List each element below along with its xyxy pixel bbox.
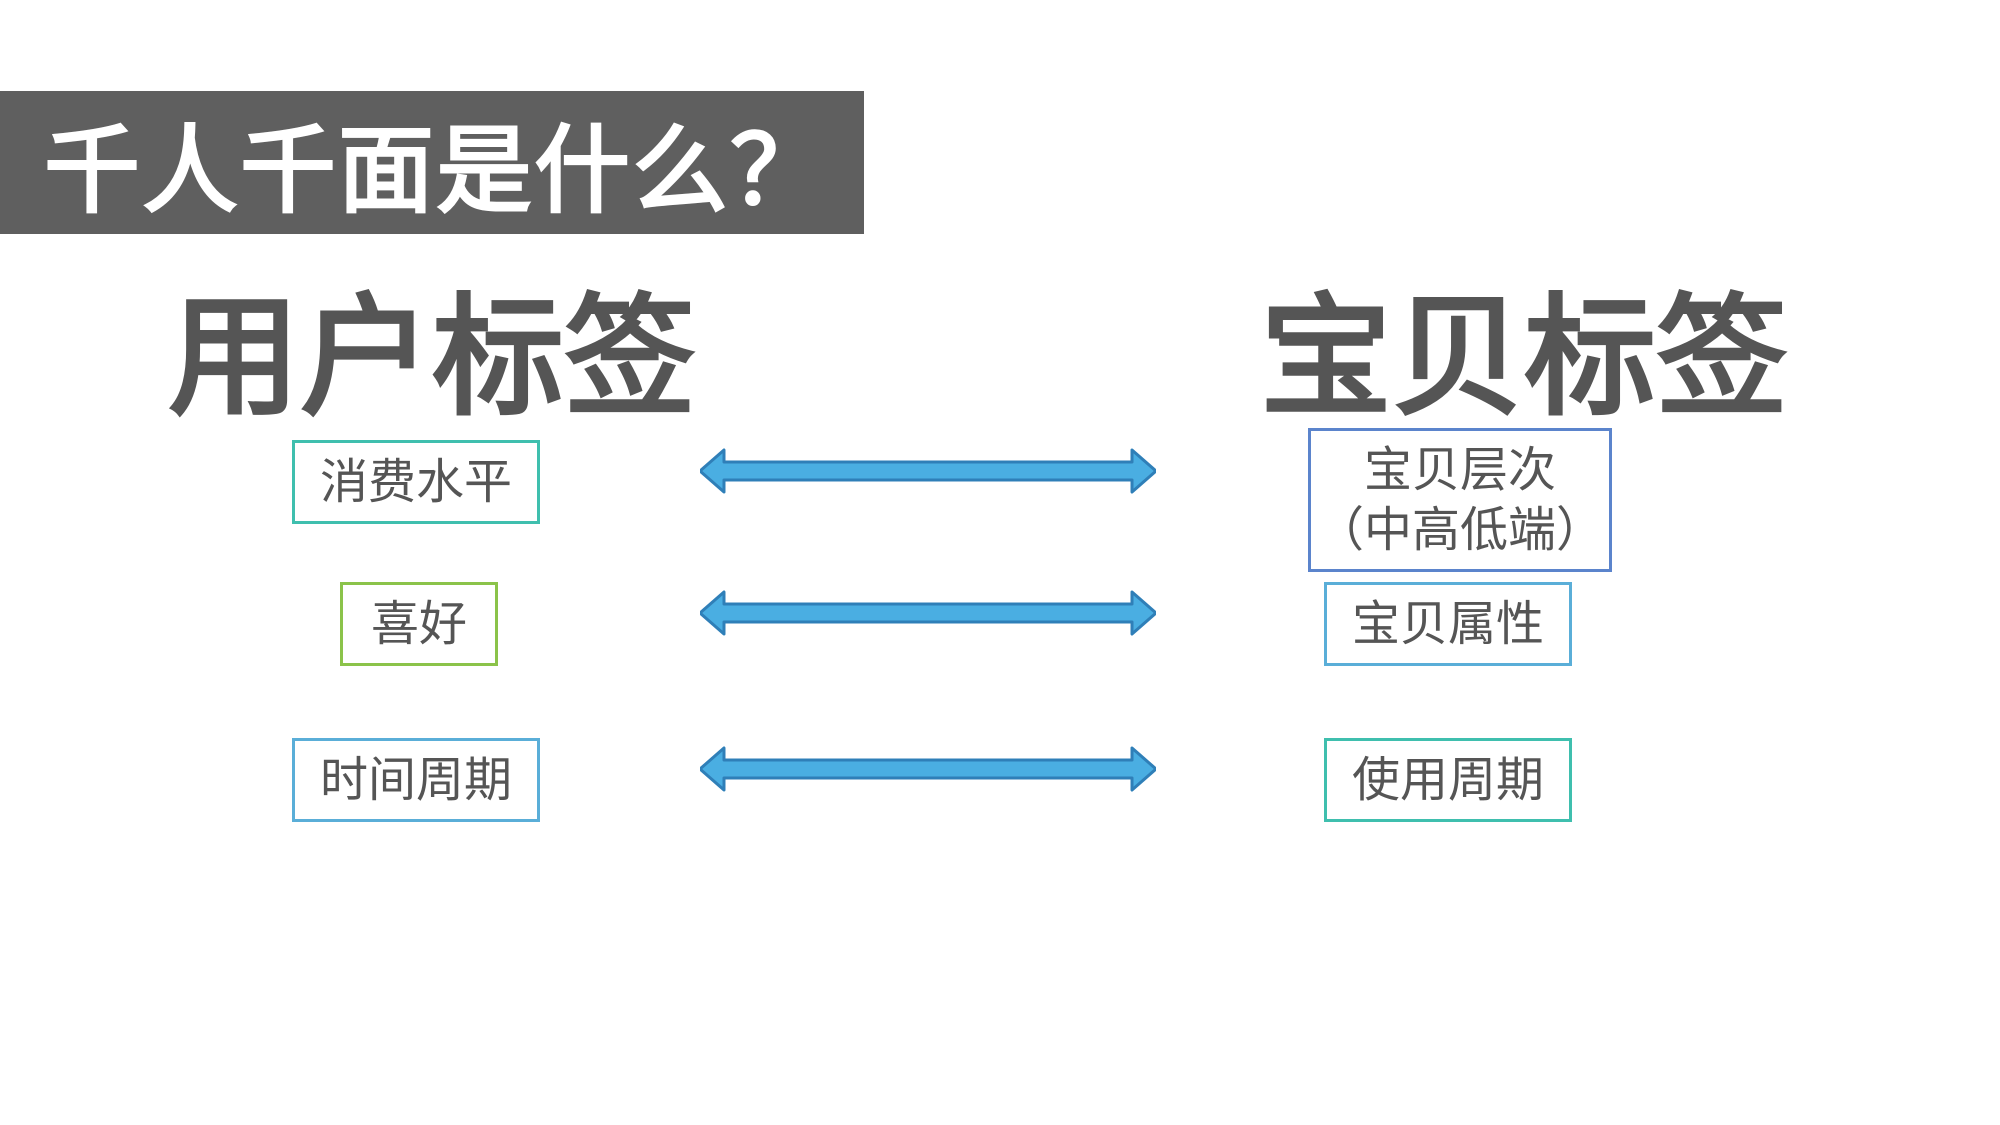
item-tag-usage-cycle-label: 使用周期 [1351,752,1544,808]
title-banner: 千人千面是什么？ [0,91,864,234]
item-tag-level-line2: （中高低端） [1315,502,1604,558]
user-tag-time-cycle-label: 时间周期 [319,752,512,808]
double-arrow-icon [700,746,1156,792]
item-tag-attribute-label: 宝贝属性 [1351,596,1544,652]
double-arrow-icon [700,590,1156,636]
user-tag-consumption-label: 消费水平 [319,454,512,510]
user-tag-consumption-level: 消费水平 [292,440,540,524]
user-tag-preference-label: 喜好 [370,596,467,652]
item-tag-usage-cycle: 使用周期 [1324,738,1572,822]
item-tag-attribute: 宝贝属性 [1324,582,1572,666]
item-tag-level-line1: 宝贝层次 [1363,442,1556,498]
user-tag-time-cycle: 时间周期 [292,738,540,822]
page-title: 千人千面是什么？ [44,115,828,227]
user-tag-preference: 喜好 [340,582,498,666]
user-tags-heading: 用户标签 [168,281,696,435]
item-tags-heading: 宝贝标签 [1260,281,1788,435]
item-tag-level: 宝贝层次 （中高低端） [1308,428,1612,572]
double-arrow-icon [700,448,1156,494]
